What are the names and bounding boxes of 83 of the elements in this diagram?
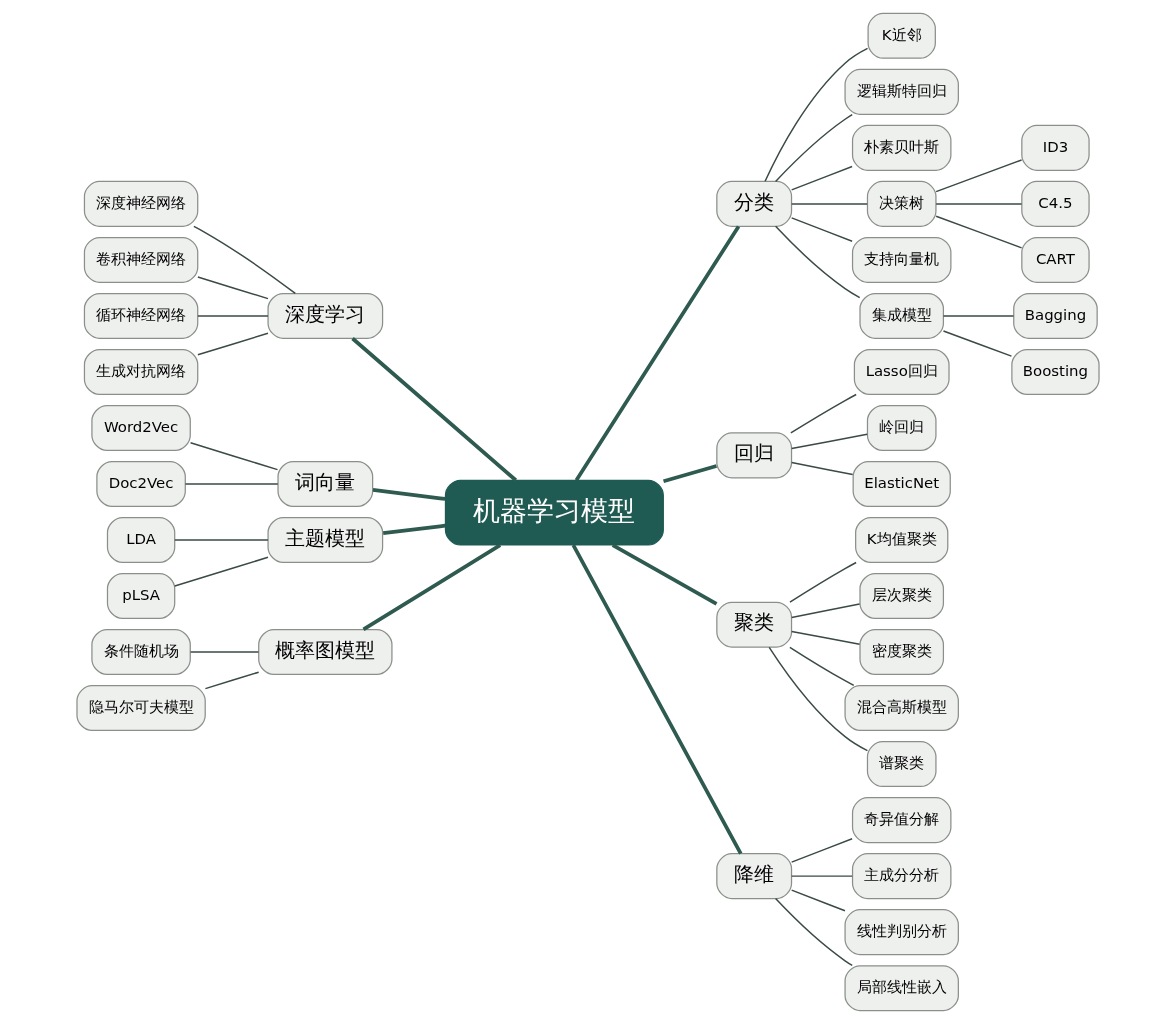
- connector: [382, 523, 446, 536]
- connector: [942, 315, 1015, 317]
- connector: [774, 113, 853, 183]
- node-box: 深度学习: [267, 292, 384, 339]
- connector: [774, 897, 853, 967]
- node-box: 概率图模型: [258, 629, 393, 676]
- node-box: C4.5: [1021, 180, 1090, 227]
- node-box: 层次聚类: [859, 573, 945, 620]
- node-box: 生成对抗网络: [83, 348, 199, 395]
- connector: [204, 671, 260, 690]
- node-box: Lasso回归: [853, 348, 950, 395]
- node-box: 主题模型: [267, 517, 384, 564]
- node-box: 谱聚类: [866, 741, 937, 788]
- connector: [197, 276, 269, 300]
- connector: [790, 217, 853, 242]
- connector: [663, 464, 717, 484]
- connector: [768, 646, 869, 752]
- connector: [174, 556, 269, 587]
- node-box: 条件随机场: [91, 629, 191, 676]
- connector: [790, 838, 853, 863]
- node-box: 密度聚类: [859, 629, 945, 676]
- connector: [790, 165, 853, 191]
- node-box: 支持向量机: [851, 236, 952, 283]
- connector: [571, 544, 743, 855]
- connector: [790, 875, 853, 877]
- node-box: 回归: [716, 432, 793, 479]
- node-box: 局部线性嵌入: [844, 965, 959, 1012]
- connector: [790, 461, 854, 476]
- connector: [790, 433, 868, 450]
- node-box: Bagging: [1013, 292, 1098, 339]
- node-box: ElasticNet: [852, 460, 951, 507]
- node-box: 线性判别分析: [844, 909, 959, 956]
- node-box: 集成模型: [859, 292, 945, 339]
- node-box: 混合高斯模型: [844, 685, 959, 732]
- connector: [789, 561, 857, 603]
- node-box: 深度神经网络: [83, 180, 199, 227]
- connector: [189, 651, 260, 653]
- node-box: 分类: [716, 180, 793, 227]
- node-box: pLSA: [106, 573, 176, 620]
- connector: [935, 159, 1023, 193]
- connector: [197, 315, 269, 317]
- node-box: K均值聚类: [855, 517, 949, 564]
- connector: [351, 337, 518, 482]
- connector: [790, 889, 846, 912]
- connector: [935, 203, 1023, 205]
- connector: [611, 543, 718, 606]
- node-box: 主成分分析: [851, 853, 952, 900]
- connector: [790, 630, 861, 646]
- node-box: Doc2Vec: [96, 460, 186, 507]
- connector: [790, 393, 857, 434]
- connector: [935, 215, 1023, 249]
- connector: [174, 539, 269, 541]
- node-box: 卷积神经网络: [83, 236, 199, 283]
- node-box: 逻辑斯特回归: [844, 68, 959, 115]
- node-box: 岭回归: [866, 404, 937, 451]
- node-box: K近邻: [867, 12, 936, 59]
- node-box: Word2Vec: [91, 404, 191, 451]
- node-box: 隐马尔可夫模型: [76, 685, 206, 732]
- node-box: 机器学习模型: [444, 479, 664, 546]
- node-box: LDA: [106, 517, 176, 564]
- connector: [193, 225, 297, 295]
- connector: [789, 646, 855, 687]
- connector: [942, 330, 1013, 357]
- connector: [189, 442, 279, 471]
- connector: [372, 488, 446, 501]
- node-box: 循环神经网络: [83, 292, 199, 339]
- connector: [574, 225, 741, 482]
- node-box: 决策树: [866, 180, 937, 227]
- node-box: 朴素贝叶斯: [851, 124, 952, 171]
- connector: [362, 543, 502, 631]
- node-box: 降维: [716, 853, 793, 900]
- connector: [184, 483, 279, 485]
- connector: [790, 603, 861, 619]
- node-box: 聚类: [716, 601, 793, 648]
- node-box: Boosting: [1011, 348, 1100, 395]
- connector: [790, 203, 868, 205]
- connector: [774, 225, 861, 299]
- connector: [197, 332, 269, 356]
- connector: [764, 47, 869, 182]
- node-box: CART: [1021, 236, 1090, 283]
- node-box: 词向量: [277, 460, 374, 507]
- node-box: 奇异值分解: [851, 797, 952, 844]
- node-box: ID3: [1021, 124, 1090, 171]
